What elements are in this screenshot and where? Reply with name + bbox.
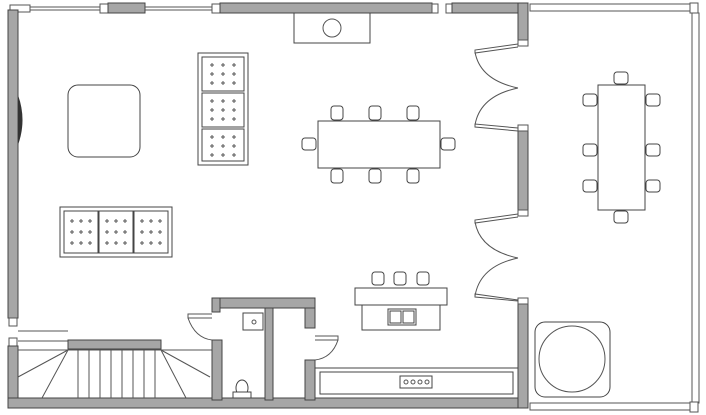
exterior-walls	[7, 2, 700, 413]
tuft-mark	[210, 153, 214, 157]
tuft-mark	[210, 108, 214, 112]
double-doors[interactable]	[474, 43, 519, 302]
ottoman	[67, 84, 141, 158]
sink-icon	[242, 312, 264, 331]
tuft-mark	[232, 72, 236, 76]
dining-table	[317, 120, 441, 169]
tuft-mark	[123, 241, 127, 245]
tuft-mark	[232, 117, 236, 121]
tuft-mark	[210, 117, 214, 121]
cooktop-icon	[399, 375, 433, 389]
chair	[301, 137, 317, 151]
tuft-mark	[221, 99, 225, 103]
chair	[613, 71, 629, 85]
tuft-mark	[105, 219, 109, 223]
chair	[330, 105, 344, 121]
chair	[368, 105, 382, 121]
tuft-mark	[88, 241, 92, 245]
tuft-mark	[210, 135, 214, 139]
tuft-mark	[158, 241, 162, 245]
bathroom	[187, 297, 339, 401]
tuft-mark	[70, 241, 74, 245]
tuft-mark	[114, 219, 118, 223]
chair	[582, 179, 598, 193]
chair	[613, 210, 629, 224]
tuft-mark	[210, 99, 214, 103]
blind-icon	[18, 95, 23, 145]
meeting-table	[597, 84, 646, 211]
chairs	[301, 71, 661, 286]
tuft-mark	[105, 241, 109, 245]
tuft-mark	[221, 108, 225, 112]
chair	[393, 271, 407, 286]
tuft-mark	[70, 230, 74, 234]
tuft-mark	[140, 230, 144, 234]
tuft-mark	[114, 230, 118, 234]
tuft-mark	[232, 144, 236, 148]
chair	[330, 168, 344, 184]
chair	[368, 168, 382, 184]
chair	[416, 271, 430, 286]
tuft-mark	[88, 219, 92, 223]
tuft-mark	[221, 72, 225, 76]
fireplace	[293, 12, 371, 44]
tuft-mark	[158, 219, 162, 223]
kitchen-counter	[314, 367, 519, 399]
chair	[440, 137, 456, 151]
tuft-mark	[221, 135, 225, 139]
tuft-mark	[221, 153, 225, 157]
tuft-mark	[149, 219, 153, 223]
tuft-mark	[79, 241, 83, 245]
tuft-mark	[221, 81, 225, 85]
chair	[645, 179, 661, 193]
tuft-mark	[88, 230, 92, 234]
chair	[406, 105, 420, 121]
tuft-mark	[79, 230, 83, 234]
chair	[582, 93, 598, 107]
tuft-mark	[123, 230, 127, 234]
round-tub	[534, 321, 611, 398]
tuft-mark	[232, 135, 236, 139]
tuft-mark	[210, 72, 214, 76]
tuft-mark	[232, 81, 236, 85]
tuft-mark	[140, 219, 144, 223]
tuft-mark	[221, 144, 225, 148]
tuft-mark	[221, 63, 225, 67]
tuft-mark	[149, 241, 153, 245]
tuft-mark	[70, 219, 74, 223]
tuft-mark	[158, 230, 162, 234]
tuft-mark	[140, 241, 144, 245]
staircase	[17, 330, 212, 399]
tuft-mark	[232, 108, 236, 112]
chair	[645, 93, 661, 107]
tuft-mark	[210, 63, 214, 67]
tuft-mark	[123, 219, 127, 223]
tuft-mark	[149, 230, 153, 234]
chair	[582, 143, 598, 157]
kitchen-island	[354, 287, 448, 331]
chair	[406, 168, 420, 184]
tuft-mark	[105, 230, 109, 234]
tuft-mark	[114, 241, 118, 245]
chair	[645, 143, 661, 157]
tuft-mark	[232, 99, 236, 103]
tuft-mark	[79, 219, 83, 223]
chair	[371, 271, 385, 286]
toilet-icon	[232, 379, 252, 399]
tuft-mark	[221, 117, 225, 121]
tuft-mark	[232, 153, 236, 157]
tuft-mark	[210, 144, 214, 148]
tuft-mark	[232, 63, 236, 67]
tuft-mark	[210, 81, 214, 85]
